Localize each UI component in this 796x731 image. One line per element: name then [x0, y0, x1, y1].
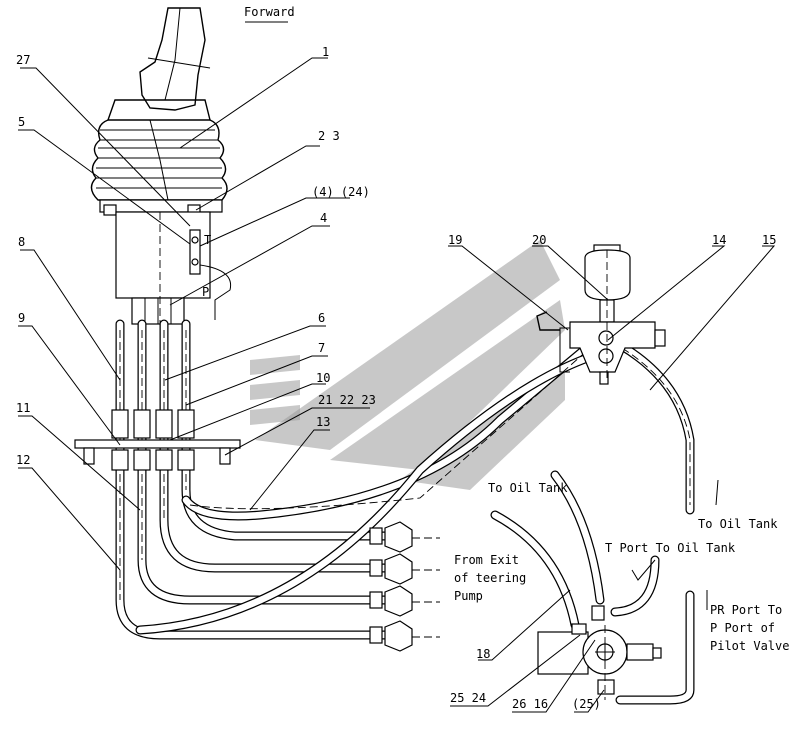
leader-lines — [18, 21, 776, 713]
callout-labels: 1 2 3 (4) (24) 4 27 5 8 6 9 7 10 21 22 2… — [16, 45, 776, 711]
callout-5: 5 — [18, 115, 25, 129]
callout-25-24: 25 24 — [450, 691, 486, 705]
banjo-fittings — [369, 521, 440, 652]
label-pr-port-2: P Port of — [710, 621, 775, 635]
callout-2-3: 2 3 — [318, 129, 340, 143]
callout-26-16: 26 16 — [512, 697, 548, 711]
mounting-plate — [74, 409, 241, 471]
label-from-exit-1: From Exit — [454, 553, 519, 567]
vertical-tubes — [115, 319, 400, 640]
callout-21-23: 21 22 23 — [318, 393, 376, 407]
callout-1: 1 — [322, 45, 329, 59]
callout-19: 19 — [448, 233, 462, 247]
callout-11: 11 — [16, 401, 30, 415]
callout-14: 14 — [712, 233, 726, 247]
callout-18: 18 — [476, 647, 490, 661]
callout-7: 7 — [318, 341, 325, 355]
callout-13: 13 — [316, 415, 330, 429]
watermark-logo — [250, 240, 565, 490]
callout-15: 15 — [762, 233, 776, 247]
callout-4: 4 — [320, 211, 327, 225]
label-pr-port-1: PR Port To — [710, 603, 782, 617]
accumulator-valve-block — [536, 244, 666, 385]
callout-10: 10 — [316, 371, 330, 385]
callout-9: 9 — [18, 311, 25, 325]
label-to-oil-tank-right: To Oil Tank — [698, 517, 778, 531]
label-p: P — [202, 285, 209, 299]
label-to-oil-tank-upper: To Oil Tank — [488, 481, 568, 495]
steering-valve — [490, 470, 695, 705]
callout-12: 12 — [16, 453, 30, 467]
label-from-exit-3: Pump — [454, 589, 483, 603]
label-t: T — [204, 233, 211, 247]
label-from-exit-2: of teering — [454, 571, 526, 585]
return-hoses — [135, 340, 695, 635]
annotation-notes: Forward T P To Oil Tank To Oil Tank T Po… — [202, 5, 789, 653]
rubber-boot-bellows — [90, 119, 228, 201]
callout-25-paren: (25) — [572, 697, 601, 711]
callout-8: 8 — [18, 235, 25, 249]
label-pr-port-3: Pilot Valve — [710, 639, 789, 653]
label-t-port: T Port To Oil Tank — [605, 541, 736, 555]
joystick-handle — [107, 7, 211, 201]
callout-20: 20 — [532, 233, 546, 247]
callout-4-24: (4) (24) — [312, 185, 370, 199]
callout-6: 6 — [318, 311, 325, 325]
label-forward: Forward — [244, 5, 295, 19]
pilot-valve-body — [99, 199, 232, 330]
callout-27: 27 — [16, 53, 30, 67]
